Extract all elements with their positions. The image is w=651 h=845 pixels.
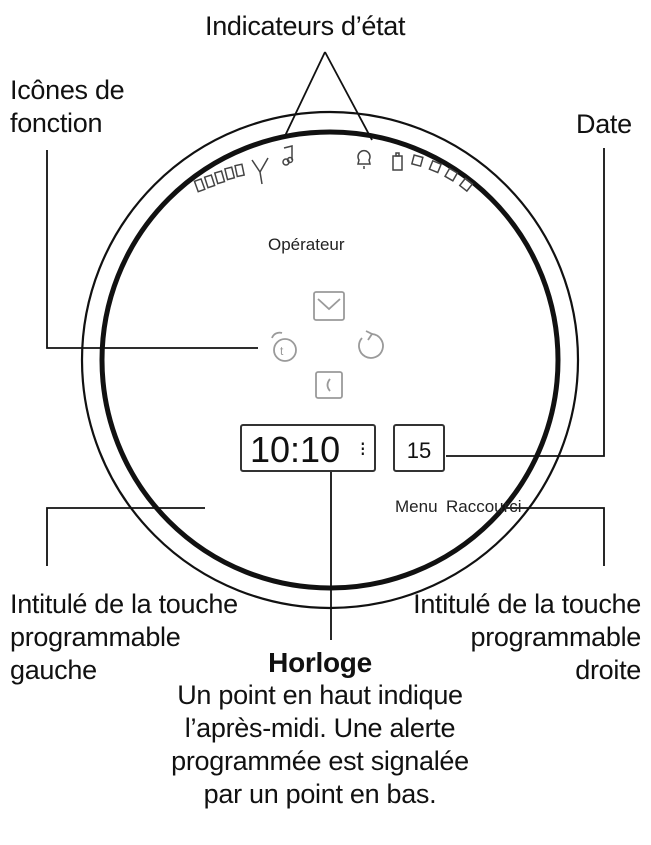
leader-left-softkey	[46, 507, 205, 566]
phone-icon	[315, 371, 343, 399]
outer-ring	[80, 110, 580, 610]
left-softkey-callout-line: gauche	[10, 655, 97, 685]
inner-ring	[99, 129, 561, 591]
right-softkey-label: Raccourci	[446, 497, 522, 516]
clock-callout-line: Un point en haut indique	[177, 680, 463, 710]
function-icons-label-line: fonction	[10, 108, 103, 138]
right-softkey-callout-line: droite	[575, 655, 641, 685]
right-softkey-callout-line: programmable	[470, 622, 642, 652]
leader-right-softkey	[504, 507, 605, 566]
leader-status-right	[324, 51, 373, 141]
clock-time: 10:10	[250, 429, 341, 470]
music-note-icon	[282, 145, 294, 166]
alarm-clock-icon: t	[271, 331, 297, 362]
clock-callout-title: Horloge	[268, 647, 372, 678]
clock-display: 10:10 ⁝	[240, 424, 376, 472]
battery-icon	[392, 152, 474, 193]
right-softkey-callout-line: Intitulé de la touche	[413, 589, 641, 619]
clock-callout-line: programmée est signalée	[171, 746, 469, 776]
left-softkey-label: Menu	[395, 497, 438, 516]
svg-text:t: t	[280, 344, 284, 358]
status-icons	[193, 145, 474, 193]
right-softkey-callout: Intitulé de la touche programmable droit…	[413, 588, 641, 687]
rotate-arrow-icon	[358, 330, 384, 359]
clock-callout-line: l’après-midi. Une alerte	[184, 713, 456, 743]
status-indicators-label: Indicateurs d’état	[205, 11, 406, 41]
message-envelope-icon	[313, 291, 345, 321]
left-softkey-callout-line: programmable	[10, 622, 181, 652]
leader-function-icons	[46, 150, 258, 349]
date-label: Date	[576, 109, 632, 139]
operator-name: Opérateur	[268, 235, 345, 254]
date-display: 15	[393, 424, 445, 472]
left-softkey-callout: Intitulé de la touche programmable gauch…	[10, 588, 238, 687]
function-icons-label-line: Icônes de	[10, 75, 125, 105]
leader-lines	[46, 51, 605, 640]
clock-callout-line: par un point en bas.	[203, 779, 437, 809]
leader-status-left	[283, 51, 326, 139]
function-icons-label: Icônes de fonction	[10, 74, 125, 140]
alarm-bell-icon	[357, 150, 371, 169]
function-icons: t	[271, 291, 384, 399]
antenna-icon	[251, 157, 269, 185]
clock-callout: Horloge Un point en haut indique l’après…	[150, 646, 490, 811]
am-pm-alarm-dots-icon: ⁝	[359, 439, 366, 461]
signal-bars-icon	[193, 163, 246, 193]
leader-date	[446, 148, 605, 457]
left-softkey-callout-line: Intitulé de la touche	[10, 589, 238, 619]
